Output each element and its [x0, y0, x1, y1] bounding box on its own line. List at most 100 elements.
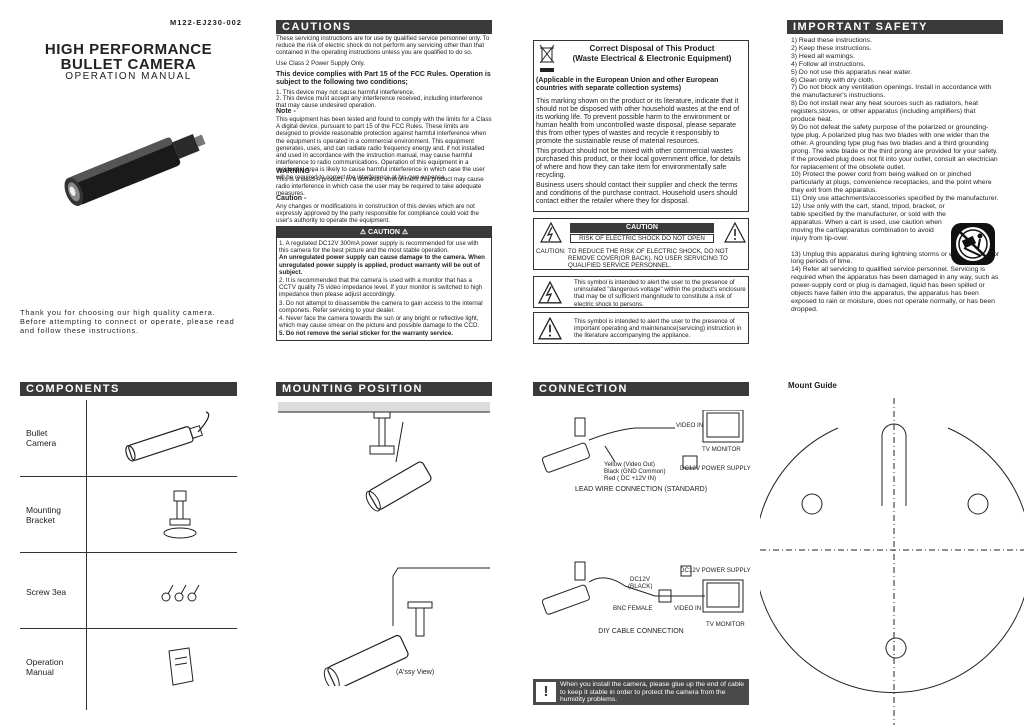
disposal-p3: Business users should contact their supp… [536, 182, 738, 205]
caution-box: ⚠ CAUTION ⚠ 1. A regulated DC12V 300mA p… [276, 226, 492, 341]
lead-video-in: VIDEO IN [676, 422, 704, 429]
cart-tipover-icon [950, 222, 996, 266]
cover-title-2: BULLET CAMERA [60, 56, 197, 73]
caution-item-2: 2. It is recommended that the camera is … [279, 277, 483, 299]
symbol-box-1: This symbol is intended to alert the use… [533, 276, 749, 308]
diy-black: (BLACK) [628, 583, 653, 590]
fcc-condition-1: 1. This device may not cause harmful int… [276, 89, 415, 96]
shock-risk: RISK OF ELECTRIC SHOCK DO NOT OPEN [570, 234, 714, 244]
connection-note: When you install the camera, please glue… [560, 681, 745, 704]
warning-triangle-icon: ⚠ [359, 229, 367, 236]
caution-box-header: ⚠ CAUTION ⚠ [277, 227, 491, 238]
safety-item: 9) Do not defeat the safety purpose of t… [791, 123, 998, 171]
symbol-1-text: This symbol is intended to alert the use… [574, 279, 746, 308]
connection-header: CONNECTION [533, 382, 749, 396]
disposal-box: Correct Disposal of This Product (Waste … [533, 40, 749, 212]
lead-caption: LEAD WIRE CONNECTION (STANDARD) [574, 486, 708, 493]
mount-guide-title: Mount Guide [788, 381, 837, 390]
warning-text: This is a class A product. In a domestic… [276, 176, 484, 198]
bullet-camera-icon [110, 410, 220, 464]
diy-dc12v: DC12V [630, 576, 650, 583]
safety-item: 10) Protect the power cord from being wa… [791, 171, 992, 195]
safety-item: 11) Only use attachments/accessories spe… [791, 195, 999, 203]
wire-red: Red ( DC +12V IN) [604, 475, 657, 482]
exclamation-triangle-icon [724, 222, 746, 244]
diy-tv-monitor: TV MONITOR [706, 621, 745, 628]
cover-title-1: HIGH PERFORMANCE [44, 41, 213, 58]
caution-text: Any changes or modifications in construc… [276, 203, 479, 225]
mount-guide-template [760, 398, 1024, 725]
exclamation-triangle-icon [538, 317, 562, 341]
caution-item-5: 5. Do not remove the serial sticker for … [279, 330, 454, 338]
components-divider [86, 400, 87, 710]
weee-bin-icon [539, 44, 555, 74]
warning-triangle-icon: ⚠ [401, 229, 409, 236]
mounting-ceiling-diagram [278, 402, 490, 520]
mounting-header: MOUNTING POSITION [276, 382, 492, 396]
diy-cable-diagram [535, 556, 747, 622]
component-label: Bullet Camera [26, 428, 57, 448]
disposal-title-2: (Waste Electrical & Electronic Equipment… [572, 54, 732, 63]
shock-caution-box: CAUTION RISK OF ELECTRIC SHOCK DO NOT OP… [533, 218, 749, 270]
component-row-camera: Bullet Camera [20, 400, 237, 476]
shock-caution-label: CAUTION: [536, 248, 566, 255]
lead-tv-monitor: TV MONITOR [702, 446, 741, 453]
safety-header: IMPORTANT SAFETY INSTRUCTION [787, 20, 1003, 47]
connection-note-box: ! When you install the camera, please gl… [533, 679, 749, 705]
lead-wire-diagram [535, 410, 747, 476]
disposal-p2: This product should not be mixed with ot… [536, 148, 741, 179]
note-text: This equipment has been tested and found… [276, 116, 492, 181]
note-title: Note - [276, 108, 296, 115]
cover-subtitle: OPERATION MANUAL [65, 71, 192, 82]
disposal-applicable: (Applicable in the European Union and ot… [536, 77, 719, 92]
lead-dc-power: DC12V POWER SUPPLY [680, 465, 751, 472]
safety-item: 4) Follow all instructions. [791, 60, 866, 68]
symbol-2-text: This symbol is intended to alert the use… [574, 318, 742, 340]
safety-list: 1) Read these instructions. 2) Keep thes… [791, 37, 1001, 314]
caution-item-1b: An unregulated power supply can cause da… [279, 254, 485, 276]
caution-item-3: 3. Do not attempt to disassemble the cam… [279, 299, 483, 314]
shock-box-title: CAUTION [570, 223, 714, 233]
diy-video-in: VIDEO IN [674, 605, 702, 612]
diy-bnc-female: BNC FEMALE [613, 605, 653, 612]
component-label: Screw 3ea [26, 587, 67, 597]
diy-dc-power: DC12V POWER SUPPLY [680, 567, 751, 574]
safety-item: 12) Use only with the cart, stand, tripo… [791, 203, 946, 242]
manual-icon [165, 647, 195, 687]
safety-item: 3) Heed all warnings. [791, 52, 855, 60]
shock-caution-text: TO REDUCE THE RISK OF ELECTRIC SHOCK, DO… [568, 248, 729, 270]
safety-item: 6) Clean only with dry cloth. [791, 76, 875, 84]
assy-view-label: (A'ssy View) [396, 669, 435, 676]
safety-item: 5) Do not use this apparatus near water. [791, 68, 912, 76]
fcc-condition-2: 2. This device must accept any interfere… [276, 95, 483, 110]
mounting-wall-diagram [278, 566, 490, 686]
caution-box-title: CAUTION [368, 229, 400, 236]
component-row-manual: Operation Manual [20, 628, 237, 708]
cautions-intro: These servicing instructions are for use… [276, 35, 490, 57]
warning-title: WARNING - [276, 168, 315, 175]
cautions-header: CAUTIONS [276, 20, 492, 34]
lightning-triangle-icon [538, 281, 562, 305]
power-note: Use Class 2 Power Supply Only. [276, 60, 365, 67]
safety-item: 1) Read these instructions. [791, 37, 872, 44]
mounting-bracket-icon [160, 489, 200, 541]
safety-item: 13) Unplug this apparatus during lightni… [791, 250, 1000, 266]
safety-item: 7) Do not block any ventilation openings… [791, 84, 992, 100]
diy-caption: DIY CABLE CONNECTION [598, 628, 684, 635]
caution-item-1: 1. A regulated DC12V 300mA power supply … [279, 240, 479, 255]
caution-item-4: 4. Never face the camera towards the sun… [279, 315, 480, 330]
exclamation-icon: ! [536, 682, 556, 702]
disposal-p1: This marking shown on the product or its… [536, 98, 740, 145]
safety-item: 14) Refer all servicing to qualified ser… [791, 266, 999, 313]
component-label: Mounting Bracket [26, 505, 61, 525]
safety-item: 8) Do not install near any heat sources … [791, 100, 979, 124]
wire-yellow: Yellow (Video Out) [604, 461, 655, 468]
safety-item: 2) Keep these instructions. [791, 44, 872, 52]
screws-icon [160, 583, 202, 603]
caution-title: Caution - [276, 195, 307, 202]
wire-black: Black (GND Common) [604, 468, 666, 475]
lightning-triangle-icon [540, 222, 562, 244]
component-row-screws: Screw 3ea [20, 552, 237, 628]
fcc-title: This device complies with Part 15 of the… [276, 71, 491, 86]
symbol-box-2: This symbol is intended to alert the use… [533, 312, 749, 344]
